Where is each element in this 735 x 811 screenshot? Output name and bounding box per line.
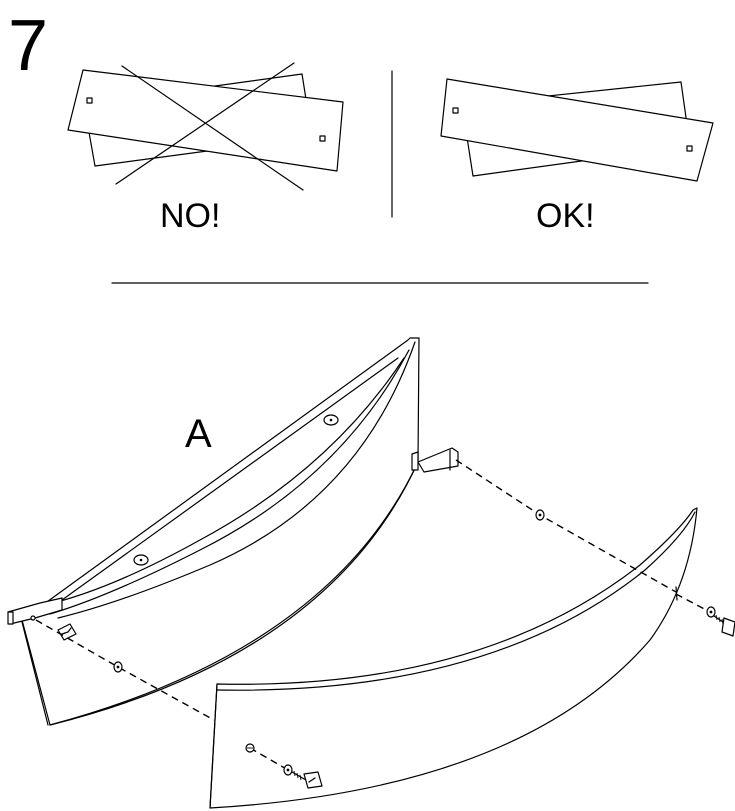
curved-panel-a xyxy=(21,337,420,726)
hole-icon xyxy=(319,135,326,142)
washer-icon xyxy=(113,661,123,673)
cam-center xyxy=(139,558,143,562)
front-board xyxy=(440,78,714,182)
panel-top-edge xyxy=(44,357,405,606)
bracket-plate xyxy=(417,447,459,473)
curved-panel-b xyxy=(209,507,698,809)
cam-center xyxy=(329,418,333,422)
front-board xyxy=(67,69,344,172)
panel-left-edge xyxy=(21,621,49,726)
washer-icon xyxy=(283,764,293,776)
washer-icon xyxy=(706,606,716,618)
cross-line xyxy=(121,65,304,191)
bracket-end xyxy=(411,451,419,471)
nut-mark xyxy=(61,627,72,635)
washer-icon xyxy=(535,509,545,521)
guide-line xyxy=(249,747,289,771)
wrong-label: NO! xyxy=(160,197,220,235)
hole-icon xyxy=(86,97,93,104)
bracket-end xyxy=(7,611,14,625)
panel-b-left-edge xyxy=(209,683,218,809)
bracket-icon xyxy=(7,597,63,625)
bracket-icon xyxy=(411,447,459,473)
hole-icon xyxy=(686,145,693,152)
panel-top-edge-inner2 xyxy=(57,341,416,619)
screw-icon xyxy=(291,770,323,789)
bracket-hole xyxy=(30,615,36,621)
panel-b-face xyxy=(209,507,698,809)
correct-stacking-figure xyxy=(440,78,714,182)
shelf-back-edge xyxy=(61,357,399,601)
panel-b-top-inner xyxy=(216,511,696,691)
panel-top-edge-inner xyxy=(49,349,410,615)
cross-line xyxy=(115,62,295,185)
nut-icon xyxy=(57,623,77,641)
screw-icon xyxy=(713,614,735,637)
step-number: 7 xyxy=(8,6,48,86)
part-label-a: A xyxy=(185,412,212,456)
guide-line xyxy=(675,593,713,614)
incorrect-stacking-figure xyxy=(67,62,344,191)
panel-front-face xyxy=(21,337,420,726)
hole-icon xyxy=(452,107,459,114)
panel-bottom-edge xyxy=(49,461,419,726)
hole-icon xyxy=(245,743,255,753)
right-label: OK! xyxy=(536,197,595,235)
